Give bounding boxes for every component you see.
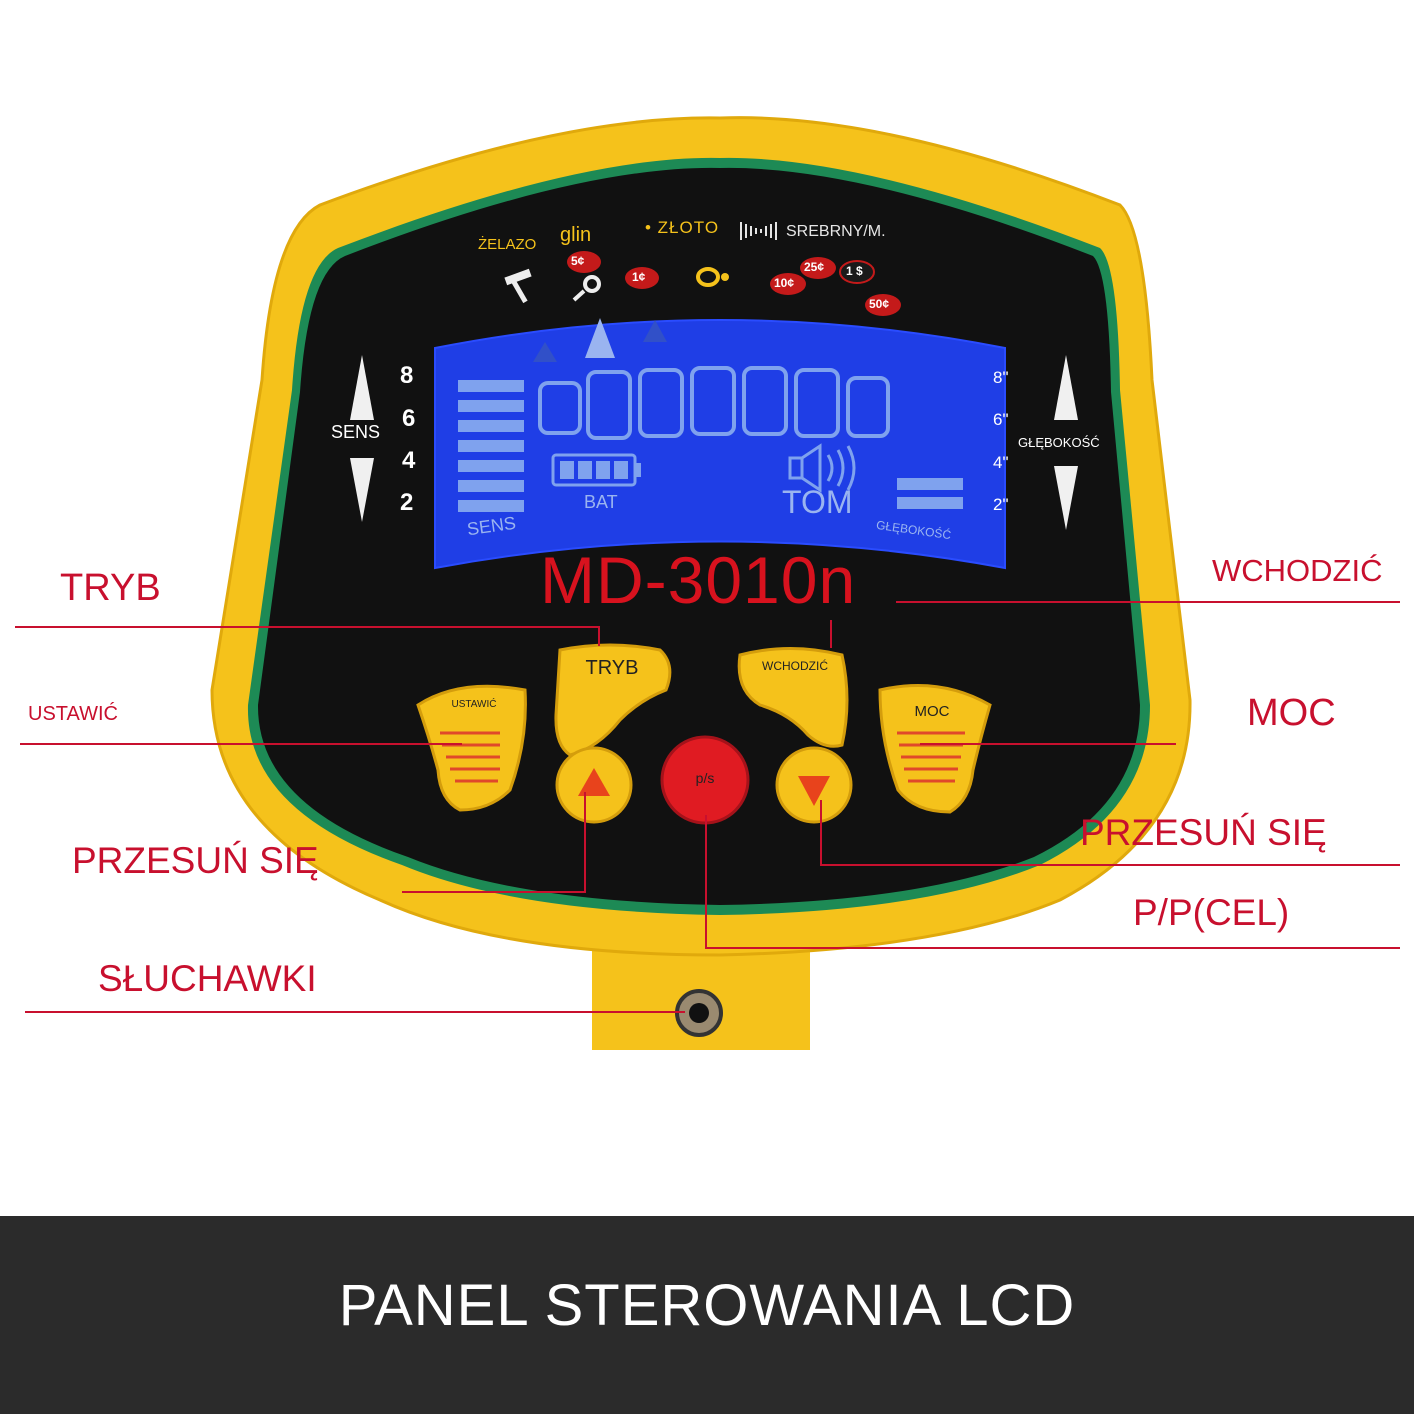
leader-wchodzic — [896, 601, 1400, 603]
model-name: MD-3010n — [540, 543, 857, 617]
callout-przesun-left: PRZESUŃ SIĘ — [72, 840, 319, 881]
leader-sluchawki — [25, 1011, 685, 1013]
leader-tryb — [15, 626, 600, 628]
coin-10-label: 10¢ — [774, 276, 795, 290]
nail-icon — [504, 268, 532, 304]
coin-1-dollar-label: 1 $ — [846, 264, 863, 278]
sens-level-4: 4 — [402, 447, 416, 474]
wchodzic-button-shape — [737, 647, 849, 748]
battery-icon — [551, 453, 641, 487]
up-arrow-icon — [578, 768, 610, 796]
coin-badges — [567, 251, 901, 316]
depth-down-icon — [1054, 466, 1078, 530]
callout-sluchawki: SŁUCHAWKI — [98, 958, 317, 999]
leader-wchodzic-drop — [830, 620, 832, 648]
pull-tab-icon — [572, 275, 601, 302]
sens-up-icon — [350, 355, 374, 420]
callout-przesun-right: PRZESUŃ SIĘ — [1080, 812, 1327, 853]
leader-ustawic — [20, 743, 462, 745]
target-silver-label: SREBRNY/M. — [786, 223, 886, 240]
target-pointer — [585, 318, 615, 358]
leader-pp-drop — [705, 815, 707, 949]
moc-button[interactable]: MOC — [914, 703, 950, 720]
callout-tryb: TRYB — [60, 567, 161, 609]
sens-level-8: 8 — [400, 362, 414, 389]
callout-moc: MOC — [1247, 692, 1336, 734]
leader-przesun-left — [402, 891, 586, 893]
callout-ustawic: USTAWIĆ — [28, 703, 118, 725]
coin-1-label: 1¢ — [632, 270, 646, 284]
moc-button-shape — [878, 684, 992, 814]
depth-up-icon — [1054, 355, 1078, 420]
down-button[interactable] — [775, 746, 853, 824]
footer-title: PANEL STEROWANIA LCD — [338, 1273, 1076, 1338]
ring-icon — [696, 267, 729, 287]
target-pointer-dim — [533, 342, 557, 362]
target-pointer-dim — [643, 320, 667, 342]
sens-level-2: 2 — [400, 489, 414, 516]
coin-25-label: 25¢ — [804, 260, 825, 274]
ustawic-stripes — [440, 731, 500, 783]
callout-wchodzic: WCHODZIĆ — [1212, 553, 1383, 588]
depth-level-6: 6" — [993, 410, 1009, 429]
callout-pp-cel: P/P(CEL) — [1133, 892, 1290, 933]
sens-side-label: SENS — [331, 422, 381, 442]
leader-pp-cel — [705, 947, 1400, 949]
leader-moc — [920, 743, 1176, 745]
down-arrow-icon — [798, 776, 830, 806]
depth-side-label: GŁĘBOKOŚĆ — [1018, 435, 1100, 450]
sens-down-icon — [350, 458, 374, 522]
headphone-jack-icon[interactable] — [675, 989, 723, 1037]
ustawic-button-shape — [416, 684, 527, 812]
tone-wave-icon — [740, 222, 777, 240]
depth-level-2: 2" — [993, 495, 1009, 514]
tryb-button-shape — [554, 643, 672, 757]
sens-bars — [458, 380, 524, 512]
depth-level-8: 8" — [993, 368, 1009, 387]
footer-bar — [0, 1216, 1414, 1414]
leader-przesun-right-drop — [820, 800, 822, 866]
leader-przesun-left-rise — [584, 792, 586, 893]
target-foil-label: glin — [560, 224, 592, 246]
leader-przesun-right — [820, 864, 1400, 866]
moc-stripes — [897, 731, 965, 783]
up-button[interactable] — [555, 746, 633, 824]
coin-5-label: 5¢ — [571, 254, 585, 268]
lcd-bat-label: BAT — [584, 492, 618, 512]
lcd-tom-label: TOM — [782, 484, 853, 520]
depth-level-4: 4" — [993, 453, 1009, 472]
coin-50-label: 50¢ — [869, 297, 890, 311]
lcd-screen — [434, 319, 1006, 570]
tryb-button[interactable]: TRYB — [585, 657, 639, 679]
digit-display — [538, 366, 890, 440]
target-gold-label: • ZŁOTO — [645, 218, 720, 237]
wchodzic-button[interactable]: WCHODZIĆ — [762, 659, 828, 673]
sens-level-6: 6 — [402, 405, 416, 432]
depth-bars — [897, 478, 963, 509]
speaker-icon — [788, 443, 856, 493]
ustawic-button[interactable]: USTAWIĆ — [451, 699, 497, 710]
leader-tryb-drop — [598, 626, 600, 646]
ps-button-label: p/s — [695, 770, 715, 786]
target-iron-label: ŻELAZO — [478, 236, 537, 253]
